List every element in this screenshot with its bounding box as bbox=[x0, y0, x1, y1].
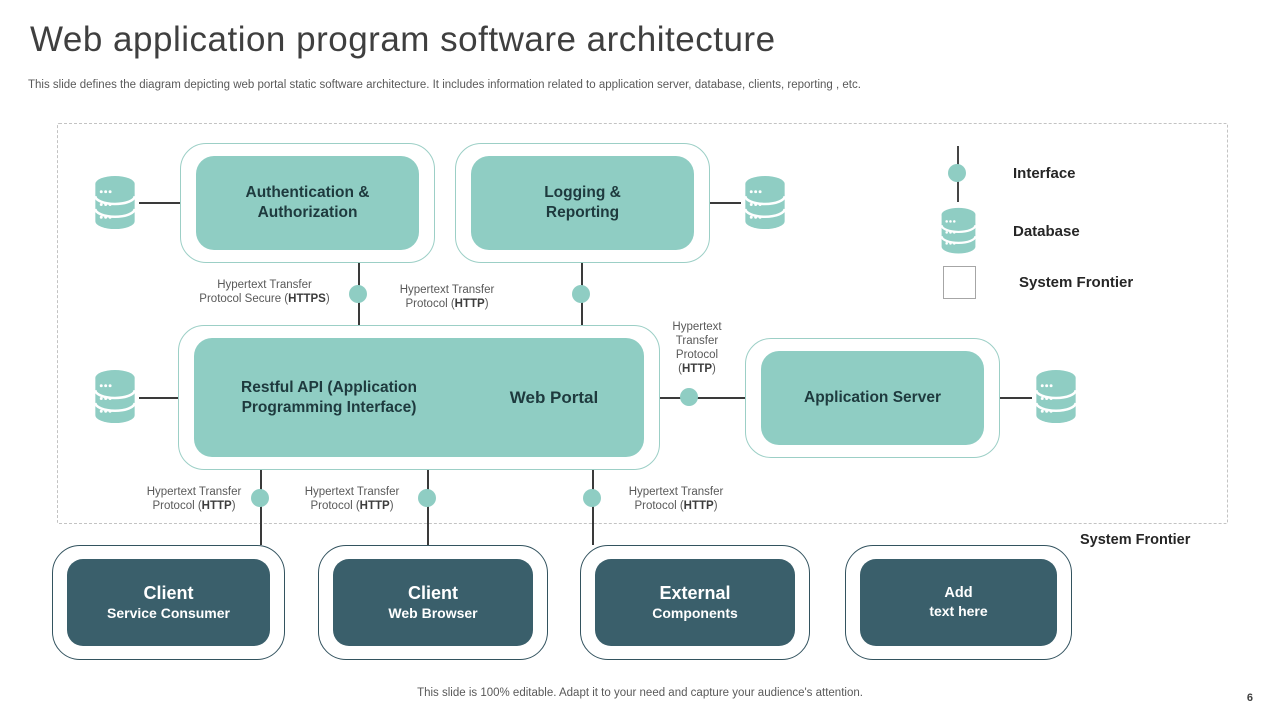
legend-label-system-frontier: System Frontier bbox=[1019, 274, 1134, 291]
node-client-web-browser: Client Web Browser bbox=[318, 545, 548, 660]
interface-dot bbox=[349, 285, 367, 303]
database-icon bbox=[741, 175, 789, 232]
page-number: 6 bbox=[1246, 692, 1253, 704]
interface-dot bbox=[583, 489, 601, 507]
client-title: Add bbox=[944, 584, 973, 601]
interface-dot bbox=[680, 388, 698, 406]
node-web-portal: Restful API (Application Programming Int… bbox=[178, 325, 660, 470]
connector-line bbox=[660, 397, 745, 399]
interface-dot bbox=[572, 285, 590, 303]
node-label: Authentication & Authorization bbox=[245, 183, 370, 221]
client-title: External bbox=[659, 582, 731, 603]
connector-line bbox=[710, 202, 741, 204]
node-label-web-portal: Web Portal bbox=[509, 387, 599, 407]
interface-dot bbox=[418, 489, 436, 507]
connector-line bbox=[139, 397, 178, 399]
footer-note: This slide is 100% editable. Adapt it to… bbox=[417, 687, 863, 699]
system-frontier-swatch bbox=[943, 266, 976, 299]
client-subtitle: Components bbox=[652, 605, 738, 622]
client-title: Client bbox=[407, 582, 458, 603]
legend-label-interface: Interface bbox=[1013, 165, 1076, 182]
system-frontier-boundary bbox=[57, 123, 1228, 524]
connector-line bbox=[427, 470, 429, 545]
interface-dot bbox=[948, 164, 966, 182]
slide-description: This slide defines the diagram depicting… bbox=[28, 79, 861, 91]
http-connector-label: Hypertext Transfer Protocol (HTTP) bbox=[146, 486, 242, 513]
client-title: Client bbox=[143, 582, 194, 603]
node-label: Logging & Reporting bbox=[544, 183, 621, 221]
connector-line bbox=[260, 470, 262, 545]
database-icon bbox=[1032, 369, 1080, 426]
connector-line bbox=[592, 470, 594, 545]
interface-dot bbox=[251, 489, 269, 507]
node-authentication-authorization: Authentication & Authorization bbox=[180, 143, 435, 263]
database-icon bbox=[91, 369, 139, 426]
system-frontier-caption: System Frontier bbox=[1080, 532, 1191, 548]
client-subtitle: Service Consumer bbox=[107, 605, 230, 622]
http-connector-label: Hypertext Transfer Protocol (HTTP) bbox=[628, 486, 724, 513]
node-label-restful-api: Restful API (Application Programming Int… bbox=[241, 378, 417, 416]
https-connector-label: Hypertext Transfer Protocol Secure (HTTP… bbox=[199, 279, 330, 306]
node-client-service-consumer: Client Service Consumer bbox=[52, 545, 285, 660]
database-icon bbox=[91, 175, 139, 232]
node-external-components: External Components bbox=[580, 545, 810, 660]
connector-line bbox=[139, 202, 180, 204]
node-label: Application Server bbox=[804, 388, 941, 406]
node-application-server: Application Server bbox=[745, 338, 1000, 458]
client-subtitle: text here bbox=[929, 603, 988, 620]
node-add-text-placeholder: Add text here bbox=[845, 545, 1072, 660]
legend-label-database: Database bbox=[1013, 223, 1080, 240]
page-title: Web application program software archite… bbox=[30, 20, 776, 59]
http-connector-label: Hypertext Transfer Protocol (HTTP) bbox=[304, 486, 400, 513]
client-subtitle: Web Browser bbox=[388, 605, 478, 622]
connector-line bbox=[1000, 397, 1032, 399]
database-icon bbox=[938, 207, 979, 256]
http-connector-label-vertical: Hypertext Transfer Protocol (HTTP) bbox=[672, 321, 722, 376]
node-logging-reporting: Logging & Reporting bbox=[455, 143, 710, 263]
http-connector-label: Hypertext Transfer Protocol (HTTP) bbox=[399, 284, 495, 311]
